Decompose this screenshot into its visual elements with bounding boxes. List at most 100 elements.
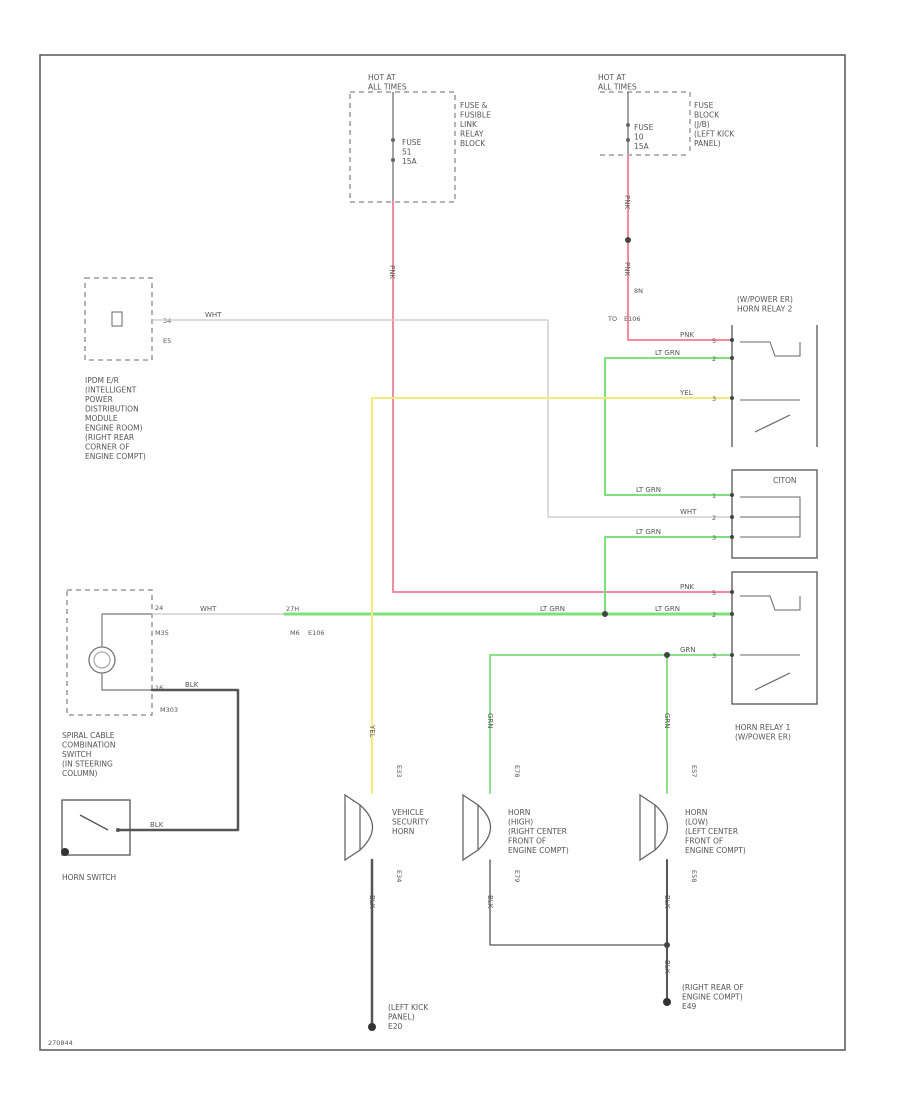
pnk-wire-relay-1 xyxy=(392,201,733,593)
e78-label: E78 xyxy=(513,765,521,777)
citon-1-ltgrn-label: LT GRN xyxy=(636,486,661,494)
fuse-51-node-2 xyxy=(391,158,395,162)
ipdm-box xyxy=(84,277,153,361)
security-horn-bell xyxy=(359,804,374,851)
e34-label: E34 xyxy=(395,870,403,882)
citon-pin-1-dot xyxy=(730,493,734,497)
horn-relay-1-box xyxy=(731,571,818,705)
relay-2-switch xyxy=(754,414,791,433)
relay-1-switch xyxy=(754,672,791,691)
relay-1-coil xyxy=(740,595,801,611)
horn-high xyxy=(462,793,492,862)
e57-label: E57 xyxy=(690,765,698,777)
relay-2-pin-5: 5 xyxy=(712,337,716,345)
spiral-conn-1: M35 xyxy=(155,629,169,637)
ground-right-icon xyxy=(663,998,671,1006)
relay-1-grn-label: GRN xyxy=(680,646,696,654)
horn-high-bell xyxy=(477,804,492,851)
citon-3-ltgrn-label: LT GRN xyxy=(636,528,661,536)
vehicle-security-horn xyxy=(344,793,374,862)
fuse-10-node-2 xyxy=(626,138,630,142)
ipdm-terminal-icon xyxy=(111,311,123,327)
spiral-conn-2: M303 xyxy=(160,706,178,714)
diagram-frame xyxy=(39,54,846,1051)
relay-2-yel-label: YEL xyxy=(679,389,693,397)
relay-1-pin-3: 3 xyxy=(712,652,716,660)
ipdm-connector: E5 xyxy=(163,337,171,345)
spiral-cable-icon-inner xyxy=(93,651,111,669)
horn-switch-ground-icon xyxy=(61,848,69,856)
horn-low-blk-label: BLK xyxy=(663,895,671,909)
relay-2-pin-3-dot xyxy=(730,396,734,400)
ltgrn-wire-citon-3 xyxy=(604,536,733,615)
citon-pin-3: 3 xyxy=(712,534,716,542)
junction-node-blk xyxy=(664,942,670,948)
pnk-wire-label-3: PNK xyxy=(623,262,631,276)
relay-1-pnk-label: PNK xyxy=(680,583,694,591)
relay-2-pnk-label: PNK xyxy=(680,331,694,339)
spiral-cable-box xyxy=(66,589,153,716)
horn-high-icon xyxy=(462,793,479,862)
relay-2-pin-5-dot xyxy=(730,338,734,342)
horn-high-blk-label: BLK xyxy=(486,895,494,909)
citon-pin-3-dot xyxy=(730,535,734,539)
grn-horn-high-label: GRN xyxy=(486,713,494,729)
horn-relay-2-label: (W/POWER ER)HORN RELAY 2 xyxy=(737,295,793,314)
horn-relay-1-label: HORN RELAY 1(W/POWER ER) xyxy=(735,723,791,742)
security-horn-icon xyxy=(344,793,361,862)
ipdm-pin: 34 xyxy=(163,317,171,325)
pnk-wire-relay-2 xyxy=(627,154,733,341)
relay-2-pin-2: 2 xyxy=(712,355,716,363)
e106-pin: 27H xyxy=(286,605,299,613)
relay-1-pin-2: 2 xyxy=(712,611,716,619)
yel-wire-security-horn xyxy=(371,397,733,794)
ground-left-icon xyxy=(368,1023,376,1031)
spiral-cable-lead-bottom xyxy=(101,673,152,691)
relay-2-ltgrn-label: LT GRN xyxy=(655,349,680,357)
horn-low xyxy=(639,793,669,862)
spiral-pin-1: 24 xyxy=(155,604,163,612)
fuse-10-node xyxy=(626,123,630,127)
citon-box xyxy=(731,469,818,559)
spiral-blk-label: BLK xyxy=(185,681,199,689)
spiral-wht-label: WHT xyxy=(200,605,217,613)
ground-right-blk-label: BLK xyxy=(663,960,671,974)
pnk-wire-label-1: PNK xyxy=(388,265,396,279)
to-label: TO xyxy=(607,315,617,323)
e79-label: E79 xyxy=(513,870,521,882)
relay-2-pin-2-dot xyxy=(730,356,734,360)
spiral-pin-2: 16 xyxy=(155,684,163,692)
e33-label: E33 xyxy=(395,765,403,777)
relay-1-pin-5: 5 xyxy=(712,589,716,597)
relay-2-pin-3: 3 xyxy=(712,395,716,403)
main-ltgrn-label-2: LT GRN xyxy=(655,605,680,613)
main-ltgrn-label-1: LT GRN xyxy=(540,605,565,613)
e106-pin-8n: 8N xyxy=(634,287,643,295)
spiral-cable-icon xyxy=(88,646,116,674)
ltgrn-wire-relay-2 xyxy=(604,357,733,496)
e58-label: E58 xyxy=(690,870,698,882)
relay-2-coil xyxy=(740,341,801,357)
ipdm-wht-label: WHT xyxy=(205,311,222,319)
m6-label: M6 xyxy=(290,629,300,637)
relay-1-pin-3-dot xyxy=(730,653,734,657)
citon-2-wht-label: WHT xyxy=(680,508,697,516)
horn-switch-box xyxy=(61,799,131,856)
horn-switch-label: HORN SWITCH xyxy=(62,873,116,882)
e106-label-fuse: E106 xyxy=(624,315,641,323)
junction-node-grn xyxy=(664,652,670,658)
blk-wire-horn-switch xyxy=(116,688,240,832)
blk-wire-horn-high-ground xyxy=(489,859,668,946)
citon-pin-2-dot xyxy=(730,515,734,519)
horn-low-bell xyxy=(654,804,669,851)
